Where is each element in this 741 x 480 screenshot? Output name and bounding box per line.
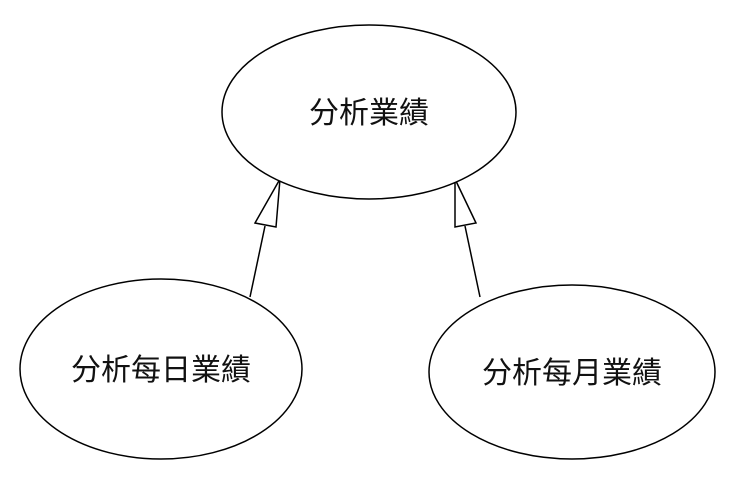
use-case-monthly[interactable]: 分析每月業績 bbox=[428, 284, 716, 460]
generalization-edge-daily bbox=[249, 178, 281, 298]
hollow-triangle-arrowhead-daily bbox=[253, 178, 281, 228]
hollow-triangle-arrowhead-monthly bbox=[454, 178, 478, 228]
use-case-daily-label: 分析每日業績 bbox=[71, 353, 251, 388]
use-case-parent-ellipse bbox=[221, 24, 517, 200]
use-case-monthly-ellipse bbox=[428, 284, 716, 460]
use-case-daily-ellipse bbox=[19, 278, 303, 460]
generalization-edge-monthly bbox=[454, 178, 481, 298]
edge-line-daily bbox=[249, 225, 266, 298]
use-case-parent[interactable]: 分析業績 bbox=[221, 24, 517, 200]
use-case-daily[interactable]: 分析每日業績 bbox=[19, 278, 303, 460]
use-case-parent-label: 分析業績 bbox=[309, 96, 429, 131]
use-case-monthly-label: 分析每月業績 bbox=[482, 356, 662, 391]
edge-line-monthly bbox=[464, 225, 481, 298]
